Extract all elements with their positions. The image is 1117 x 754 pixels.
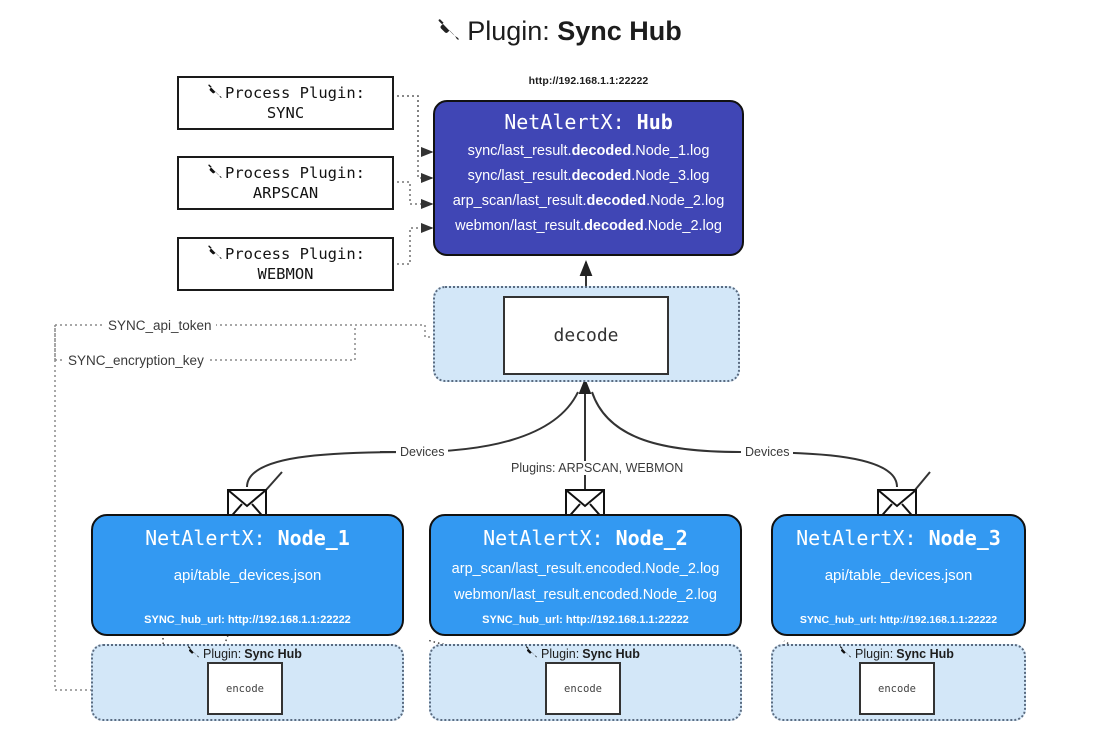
hub-log-bold: decoded [584,217,644,234]
sync-api-token-label: SYNC_api_token [104,318,216,333]
hub-log-bold: decoded [571,167,632,184]
node-log-line: arp_scan/last_result.encoded.Node_2.log [451,561,720,577]
encode-box-node-3[interactable]: encode [859,662,935,715]
encode-caption-node-2: Plugin: Sync Hub [524,645,640,662]
encode-caption-prefix: Plugin: [855,646,894,661]
node-log-line: webmon/last_result.encoded.Node_2.log [454,587,717,604]
hub-log-post: .Node_2.log [646,192,725,209]
node-box-node-1[interactable]: NetAlertX: Node_1 api/table_devices.json… [91,514,404,636]
hub-title-prefix: NetAlertX: [504,110,637,134]
hub-log-bold: decoded [571,143,632,159]
hub-log-line-2: sync/last_result.decoded.Node_3.log [468,164,710,189]
encode-box-node-1[interactable]: encode [207,662,283,715]
plug-icon [838,645,852,662]
hub-title: NetAlertX: Hub [504,110,673,134]
process-plugin-label: Process Plugin: [225,84,365,103]
title-prefix: Plugin: [467,16,558,46]
node-title-prefix: NetAlertX: [796,526,929,550]
node-title-name: Node_3 [928,526,1001,550]
encode-caption-name: Sync Hub [244,646,302,661]
hub-url-label: http://192.168.1.1:22222 [528,75,649,87]
decode-box[interactable]: decode [503,296,669,375]
node-title-prefix: NetAlertX: [145,526,278,550]
process-plugin-label: Process Plugin: [225,245,365,264]
node-box-node-3[interactable]: NetAlertX: Node_3 api/table_devices.json… [771,514,1026,636]
node-title: NetAlertX: Node_2 [483,526,688,550]
sync-encryption-key-label: SYNC_encryption_key [64,353,208,368]
node-log-line: api/table_devices.json [173,567,322,584]
title-name: Sync Hub [557,16,682,46]
plug-icon [524,645,538,662]
encode-caption-node-3: Plugin: Sync Hub [838,645,954,662]
plug-icon [206,83,223,105]
node-title-name: Node_1 [277,526,350,550]
process-plugin-arpscan[interactable]: Process Plugin: ARPSCAN [177,156,394,210]
hub-title-name: Hub [636,110,673,134]
plug-icon [206,244,223,266]
hub-log-pre: webmon/last_result. [455,217,585,234]
hub-log-line-1: sync/last_result.decoded.Node_1.log [468,139,710,164]
hub-log-pre: sync/last_result. [467,167,572,184]
process-plugin-value: SYNC [266,104,305,122]
hub-log-bold: decoded [586,192,647,209]
edge-label-devices-left: Devices [396,445,449,459]
hub-log-post: .Node_2.log [643,217,722,234]
plug-icon [206,163,223,185]
node-title-name: Node_2 [615,526,688,550]
encode-caption-name: Sync Hub [896,646,954,661]
page-title: Plugin: Sync Hub [0,16,1117,50]
edge-label-devices-right: Devices [741,445,794,459]
hub-log-line-3: arp_scan/last_result.decoded.Node_2.log [453,189,725,214]
process-plugin-label: Process Plugin: [225,164,365,183]
encode-caption-name: Sync Hub [582,646,640,661]
edge-label-plugins-center: Plugins: ARPSCAN, WEBMON [507,461,688,475]
node-title: NetAlertX: Node_3 [796,526,1001,550]
node-box-node-2[interactable]: NetAlertX: Node_2 arp_scan/last_result.e… [429,514,742,636]
hub-node[interactable]: NetAlertX: Hub sync/last_result.decoded.… [433,100,744,256]
hub-log-post: .Node_3.log [631,167,710,184]
process-plugin-value: WEBMON [257,265,314,283]
encode-caption-prefix: Plugin: [541,646,580,661]
node-hub-url: SYNC_hub_url: http://192.168.1.1:22222 [799,614,998,626]
node-log-line: api/table_devices.json [824,567,973,584]
encode-caption-node-1: Plugin: Sync Hub [186,645,302,662]
node-title: NetAlertX: Node_1 [145,526,350,550]
process-plugin-webmon[interactable]: Process Plugin: WEBMON [177,237,394,291]
node-title-prefix: NetAlertX: [483,526,616,550]
plug-icon [186,645,200,662]
node-hub-url: SYNC_hub_url: http://192.168.1.1:22222 [144,614,351,626]
node-hub-url: SYNC_hub_url: http://192.168.1.1:22222 [482,614,689,626]
encode-caption-prefix: Plugin: [203,646,242,661]
hub-log-post: .Node_1.log [631,143,710,159]
hub-log-pre: arp_scan/last_result. [452,192,587,209]
process-plugin-sync[interactable]: Process Plugin: SYNC [177,76,394,130]
encode-box-node-2[interactable]: encode [545,662,621,715]
hub-log-pre: sync/last_result. [467,143,572,159]
plug-icon [435,17,461,50]
process-plugin-value: ARPSCAN [252,184,319,202]
hub-log-line-4: webmon/last_result.decoded.Node_2.log [455,214,722,239]
